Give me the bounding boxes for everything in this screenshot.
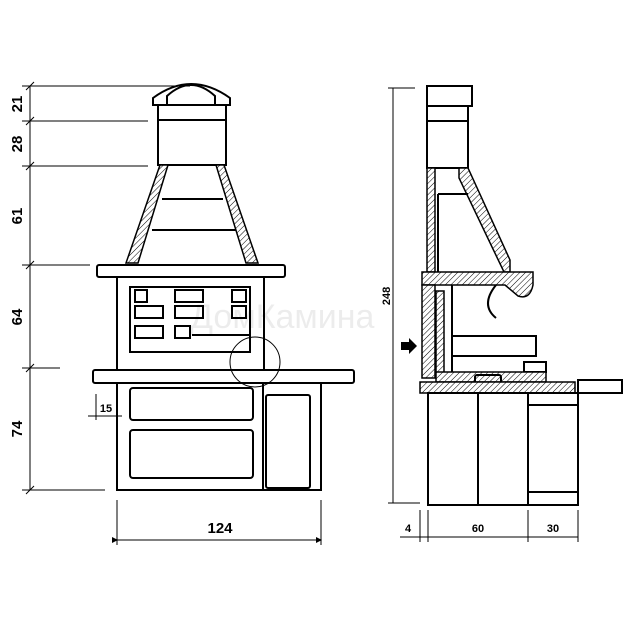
watermark: ДомКамина <box>190 298 375 336</box>
air-inlet-arrow-icon <box>401 338 417 354</box>
width-dimension: 124 <box>112 500 322 545</box>
depth-dimensions: 4 60 30 <box>400 510 579 542</box>
side-height-dimension: 248 <box>381 87 420 504</box>
dim-74: 74 <box>9 420 26 437</box>
dim-28: 28 <box>9 136 26 153</box>
overhang-dimension: 15 <box>88 394 122 420</box>
side-view: 248 4 60 30 <box>381 85 623 542</box>
side-lower-cabinet <box>427 392 579 506</box>
chimney-cap <box>152 83 231 106</box>
side-mantel <box>421 271 534 298</box>
side-hood <box>458 167 511 273</box>
side-chimney-pipe <box>426 105 469 169</box>
dim-21: 21 <box>9 96 26 113</box>
firebox <box>116 276 265 371</box>
dim-4: 4 <box>405 523 412 535</box>
side-back-wall <box>426 167 436 273</box>
mantel-slab <box>96 264 286 278</box>
hood <box>124 164 260 264</box>
detail-circle <box>229 336 281 388</box>
dim-60: 60 <box>472 523 484 535</box>
side-firebox-floor <box>435 371 547 383</box>
side-chimney-cap <box>426 85 473 107</box>
side-worktop <box>577 379 623 394</box>
side-counter <box>419 381 576 394</box>
dim-30: 30 <box>547 523 559 535</box>
chimney-pipe <box>157 104 227 166</box>
counter-slab <box>92 369 355 384</box>
dim-61: 61 <box>9 208 26 225</box>
dim-64: 64 <box>9 308 26 325</box>
lower-cabinet <box>116 382 322 491</box>
dim-124: 124 <box>207 520 233 537</box>
dim-15: 15 <box>100 403 112 415</box>
side-firebox-wall <box>421 284 436 379</box>
front-height-dimensions: 21 28 61 64 74 <box>9 81 190 495</box>
dim-248: 248 <box>381 287 393 305</box>
front-view: 21 28 61 64 74 <box>9 81 355 545</box>
